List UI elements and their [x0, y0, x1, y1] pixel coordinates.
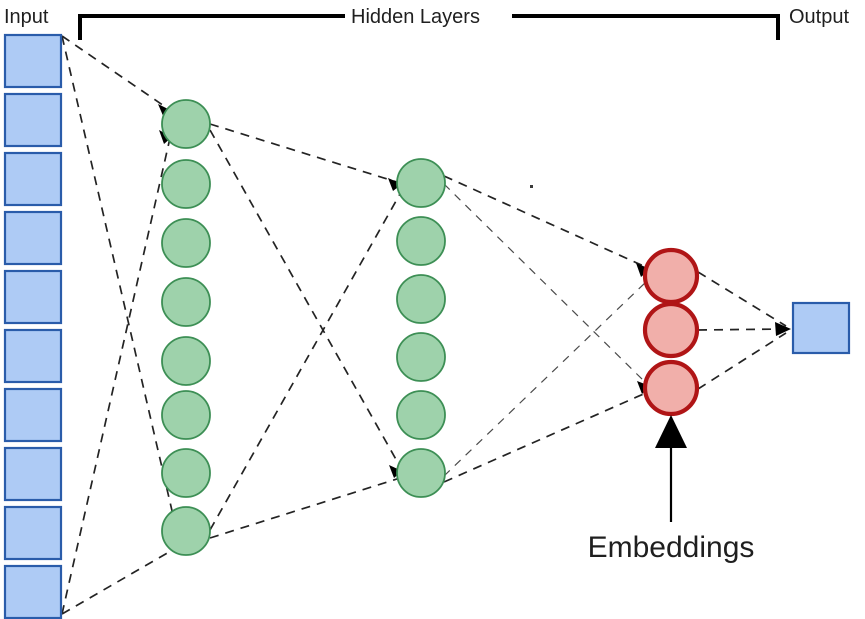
input-node[interactable]	[3, 269, 63, 325]
hidden-node[interactable]	[396, 216, 446, 266]
embeddings-arrowhead	[655, 415, 687, 448]
link-emb-middle-to-output	[697, 328, 787, 331]
input-node[interactable]	[3, 210, 63, 266]
hidden-node[interactable]	[396, 448, 446, 498]
embedding-node[interactable]	[642, 247, 700, 305]
embeddings-label: Embeddings	[588, 531, 755, 564]
input-node[interactable]	[3, 92, 63, 148]
hidden-layers-bracket	[78, 14, 780, 40]
link-emb-first-to-output	[697, 271, 787, 327]
embedding-node[interactable]	[642, 359, 700, 417]
output-label: Output	[789, 6, 849, 28]
input-node[interactable]	[3, 505, 63, 561]
link-h1-last-to-h2-first	[209, 193, 401, 531]
hidden-node[interactable]	[396, 158, 446, 208]
link-h2-last-to-emb-first	[443, 279, 649, 477]
bracket-left-segment	[78, 14, 345, 40]
hidden-node[interactable]	[396, 390, 446, 440]
output-layer	[791, 301, 851, 355]
link-emb-last-to-output	[697, 332, 787, 390]
embeddings-annotation: Embeddings	[588, 415, 755, 564]
input-node[interactable]	[3, 33, 63, 89]
hidden-node[interactable]	[161, 159, 211, 209]
input-label: Input	[4, 6, 49, 28]
link-h2-last-to-emb-last	[443, 391, 649, 483]
hidden-layers-label: Hidden Layers	[351, 6, 480, 28]
input-node[interactable]	[3, 328, 63, 384]
links-hidden2-to-embeddings	[443, 175, 649, 483]
hidden-node[interactable]	[161, 390, 211, 440]
bracket-right-segment	[512, 14, 780, 40]
embedding-layer	[642, 247, 700, 417]
input-node[interactable]	[3, 151, 63, 207]
link-input-bottom-to-h1-first	[61, 137, 171, 615]
input-node[interactable]	[3, 564, 63, 619]
link-h2-first-to-emb-last	[443, 183, 649, 386]
link-h1-last-to-h2-last	[209, 477, 401, 539]
links-embeddings-to-output	[697, 271, 791, 390]
arrowhead-emb-first	[636, 263, 650, 277]
output-arrowhead	[775, 322, 791, 336]
input-layer	[3, 33, 63, 619]
link-input-bottom-to-h1-last	[61, 547, 177, 615]
arrowhead-h2-last	[389, 465, 402, 478]
output-node[interactable]	[791, 301, 851, 355]
link-h2-first-to-emb-first	[443, 175, 649, 269]
hidden-node[interactable]	[396, 274, 446, 324]
arrowhead-h2-first	[388, 178, 402, 191]
input-node[interactable]	[3, 446, 63, 502]
input-node[interactable]	[3, 387, 63, 443]
link-h1-first-to-h2-last	[209, 129, 403, 471]
link-input-top-to-h1-first	[61, 35, 171, 111]
hidden-node[interactable]	[161, 506, 211, 556]
link-input-top-to-h1-last	[61, 35, 177, 529]
hidden-node[interactable]	[161, 99, 211, 149]
hidden-layer-2	[396, 158, 446, 498]
artifact-speck	[530, 185, 533, 188]
hidden-node[interactable]	[396, 332, 446, 382]
link-h1-first-to-h2-first	[209, 123, 401, 184]
links-hidden1-to-hidden2	[209, 123, 403, 539]
hidden-node[interactable]	[161, 336, 211, 386]
embedding-node[interactable]	[642, 301, 700, 359]
hidden-layer-1	[161, 99, 211, 556]
hidden-node[interactable]	[161, 448, 211, 498]
links-input-to-hidden1	[61, 35, 177, 615]
hidden-node[interactable]	[161, 277, 211, 327]
hidden-node[interactable]	[161, 218, 211, 268]
